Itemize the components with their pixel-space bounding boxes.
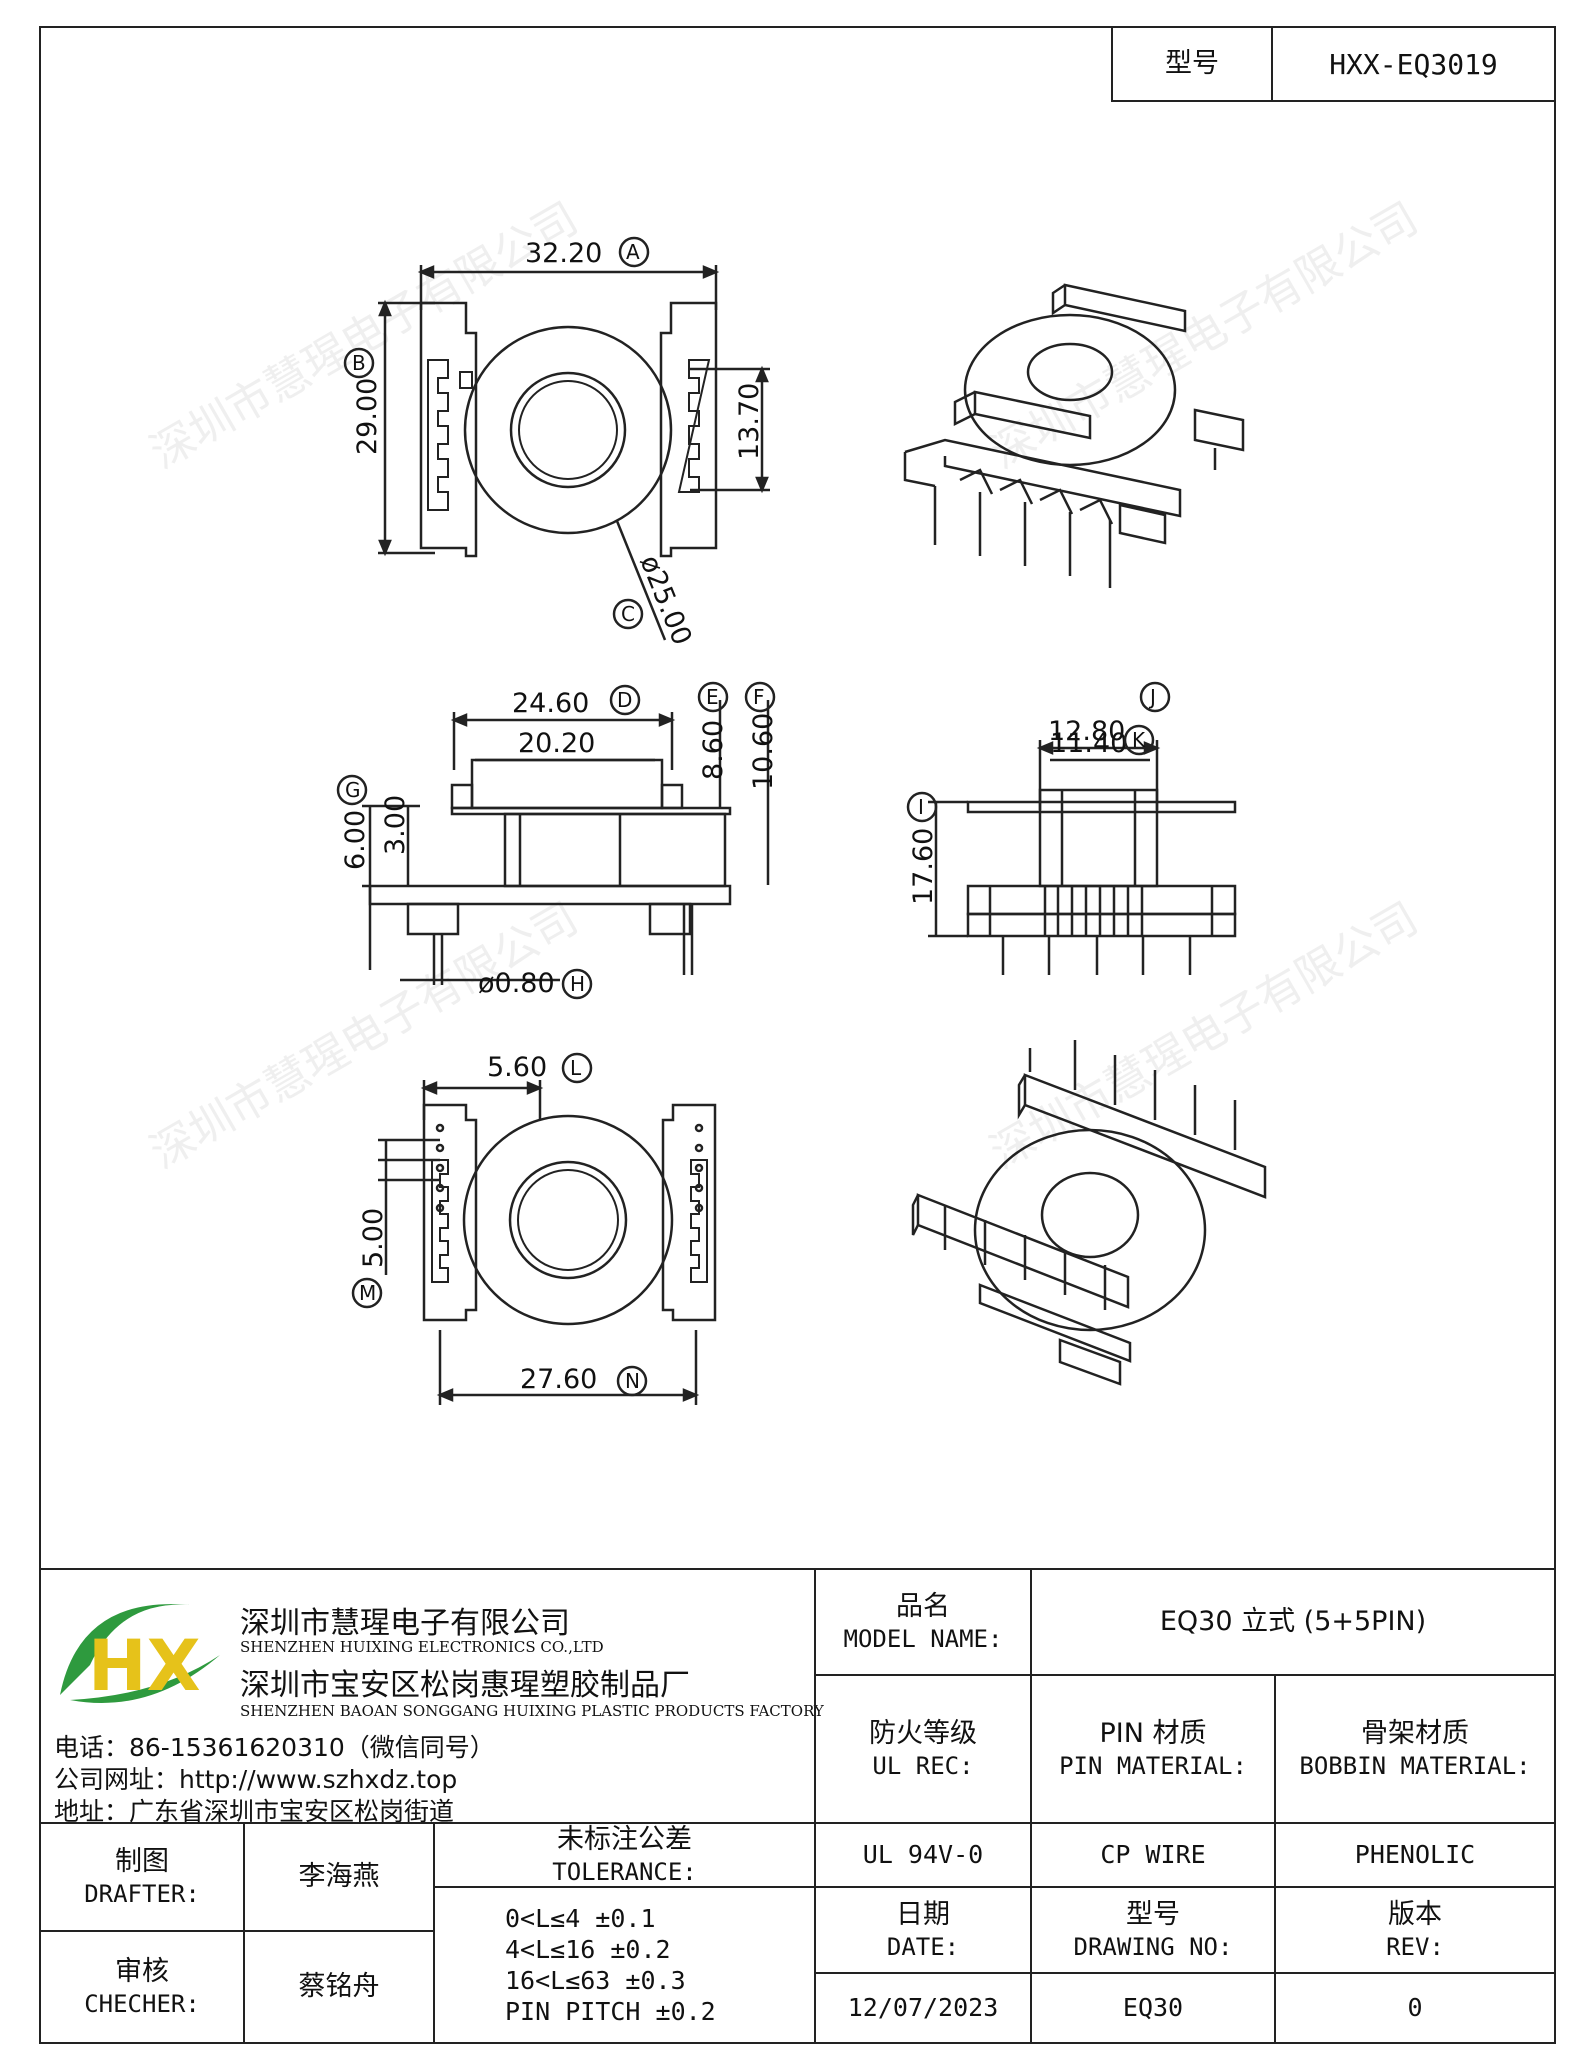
dim-e-letter: E (706, 685, 719, 709)
dim-a-letter: A (626, 240, 640, 264)
drafter-label: 制图 DRAFTER: (39, 1822, 245, 1932)
dim-f-value: 10.60 (748, 713, 779, 790)
model-name-label: 品名 MODEL NAME: (814, 1568, 1032, 1676)
dim-m-letter: M (359, 1281, 376, 1305)
fire-rating-label: 防火等级 UL REC: (814, 1674, 1032, 1824)
dim-n-value: 27.60 (520, 1364, 597, 1395)
front-view: 24.60 D 20.20 8.60 E 10.60 F 6.00 G (336, 681, 779, 1000)
dim-d2-value: 20.20 (518, 728, 595, 759)
dim-g2-value: 3.00 (380, 795, 411, 855)
dim-i-value: 17.60 (908, 828, 939, 905)
company-name-en: SHENZHEN HUIXING ELECTRONICS CO.,LTD (240, 1638, 604, 1656)
rev-label: 版本 REV: (1274, 1886, 1556, 1974)
dim-h-value: ø0.80 (478, 968, 555, 999)
tolerance-line: PIN PITCH ±0.2 (505, 1997, 716, 2027)
factory-name-en: SHENZHEN BAOAN SONGGANG HUIXING PLASTIC … (240, 1702, 824, 1720)
dim-c-letter: C (621, 602, 635, 626)
drawing-no-label: 型号 DRAWING NO: (1030, 1886, 1276, 1974)
company-website: 公司网址：http://www.szhxdz.top (54, 1765, 458, 1794)
dim-f-letter: F (753, 685, 765, 709)
company-name-cn: 深圳市慧瑆电子有限公司 (240, 1606, 570, 1641)
bobbin-material-value: PHENOLIC (1274, 1822, 1556, 1888)
pin-material-value: CP WIRE (1030, 1822, 1276, 1888)
dim-i-letter: I (918, 795, 924, 819)
factory-name-cn: 深圳市宝安区松岗惠瑆塑胶制品厂 (240, 1668, 690, 1703)
dim-j-value: 12.80 (1048, 716, 1125, 747)
dim-l-letter: L (570, 1056, 582, 1080)
dim-k-letter: K (1132, 728, 1146, 752)
rev-value: 0 (1274, 1972, 1556, 2044)
checker-label: 审核 CHECHER: (39, 1930, 245, 2044)
dim-e-value: 8.60 (698, 720, 729, 780)
tolerance-line: 0<L≤4 ±0.1 (505, 1903, 656, 1933)
bobbin-material-label: 骨架材质 BOBBIN MATERIAL: (1274, 1674, 1556, 1824)
tolerance-line: 4<L≤16 ±0.2 (505, 1934, 671, 1964)
logo-text: HX (88, 1625, 201, 1707)
dim-d-letter: D (617, 688, 632, 712)
dim-g-letter: G (345, 778, 361, 802)
company-logo: HX (60, 1604, 220, 1707)
technical-drawings: 32.20 A 29.00 B 13.70 ø25.00 C (336, 236, 1267, 1405)
dim-j-letter: J (1148, 685, 1156, 709)
bottom-view: 5.60 L 5.00 M 27.60 N (351, 1052, 717, 1405)
tolerance-line: 16<L≤63 ±0.3 (505, 1966, 686, 1995)
isometric-view-bottom (911, 1040, 1267, 1386)
dim-d-value: 24.60 (512, 688, 589, 719)
top-view: 32.20 A 29.00 B 13.70 ø25.00 C (343, 236, 770, 650)
company-address: 地址：广东省深圳市宝安区松岗街道 (54, 1797, 455, 1826)
tolerance-values: 0<L≤4 ±0.1 4<L≤16 ±0.2 16<L≤63 ±0.3 PIN … (433, 1886, 816, 2044)
dim-m-value: 5.00 (358, 1208, 389, 1268)
tolerance-label: 未标注公差 TOLERANCE: (433, 1822, 816, 1888)
dim-b-letter: B (352, 351, 366, 375)
dim-a-value: 32.20 (525, 238, 602, 269)
date-label: 日期 DATE: (814, 1886, 1032, 1974)
dim-13-70: 13.70 (734, 383, 765, 460)
company-phone: 电话：86-15361620310（微信同号） (54, 1733, 495, 1762)
dim-l-value: 5.60 (487, 1052, 547, 1083)
pin-material-label: PIN 材质 PIN MATERIAL: (1030, 1674, 1276, 1824)
date-value: 12/07/2023 (814, 1972, 1032, 2044)
dim-n-letter: N (625, 1369, 640, 1393)
drafter-value: 李海燕 (243, 1822, 435, 1932)
side-view: 12.80 J 11.40 K 17.60 I (906, 681, 1237, 975)
checker-value: 蔡铭舟 (243, 1930, 435, 2044)
dim-c-value: ø25.00 (634, 551, 698, 650)
isometric-view-top (903, 283, 1245, 588)
model-value: HXX-EQ3019 (1271, 26, 1556, 102)
drawing-no-value: EQ30 (1030, 1972, 1276, 2044)
dim-g-value: 6.00 (340, 810, 371, 870)
dim-k-value: 11.40 (1050, 728, 1127, 759)
fire-rating-value: UL 94V-0 (814, 1822, 1032, 1888)
model-name-value: EQ30 立式 (5+5PIN) (1030, 1568, 1556, 1676)
dim-h-letter: H (570, 972, 585, 996)
dim-b-value: 29.00 (352, 378, 383, 455)
